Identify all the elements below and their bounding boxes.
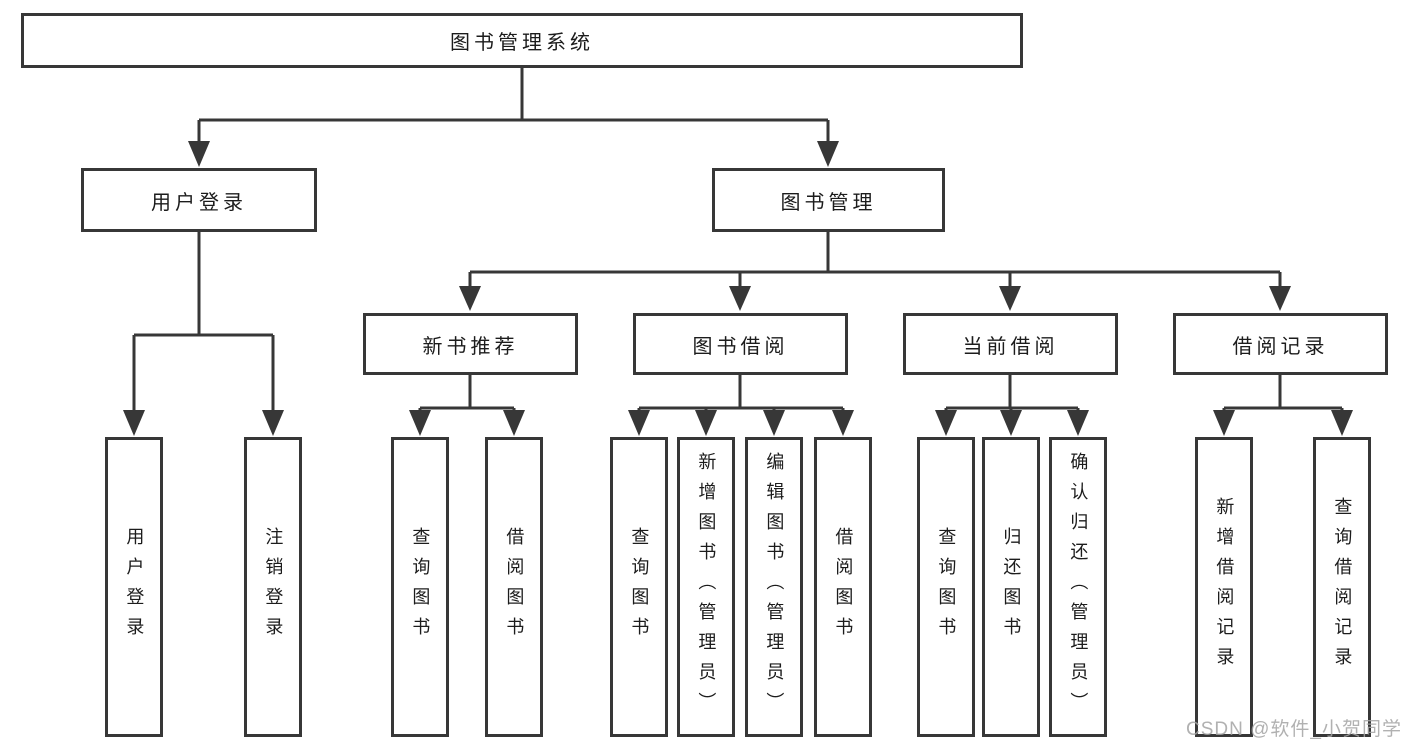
- node-borrowing-records-label: 借阅记录: [1232, 335, 1329, 358]
- arrowhead-icon: [763, 410, 785, 436]
- node-bb-add-books-admin-label: 新增图书（管理员）: [696, 452, 717, 722]
- node-cb-confirm-return-admin: 确认归还（管理员）: [1049, 437, 1107, 737]
- node-cb-confirm-return-admin-label: 确认归还（管理员）: [1068, 452, 1089, 722]
- arrowhead-icon: [832, 410, 854, 436]
- arrowhead-icon: [729, 286, 751, 311]
- node-nb-borrow-books-label: 借阅图书: [504, 527, 525, 647]
- arrowhead-icon: [695, 410, 717, 436]
- node-br-add-record: 新增借阅记录: [1195, 437, 1253, 737]
- node-cb-query-books-label: 查询图书: [936, 527, 957, 647]
- arrowhead-icon: [459, 286, 481, 311]
- arrowhead-icon: [935, 410, 957, 436]
- csdn-watermark: CSDN @软件_小贺同学: [1186, 719, 1402, 740]
- node-bb-borrow-books: 借阅图书: [814, 437, 872, 737]
- node-logout-label: 注销登录: [263, 527, 284, 647]
- node-bb-query-books-label: 查询图书: [629, 527, 650, 647]
- node-user-login-action: 用户登录: [105, 437, 163, 737]
- node-bb-borrow-books-label: 借阅图书: [833, 527, 854, 647]
- node-br-query-record: 查询借阅记录: [1313, 437, 1371, 737]
- arrowhead-icon: [123, 410, 145, 436]
- node-user-login-label: 用户登录: [151, 191, 247, 214]
- arrowhead-icon: [503, 410, 525, 436]
- node-logout: 注销登录: [244, 437, 302, 737]
- node-cb-query-books: 查询图书: [917, 437, 975, 737]
- node-borrowing-records: 借阅记录: [1173, 313, 1388, 375]
- node-nb-borrow-books: 借阅图书: [485, 437, 543, 737]
- node-br-query-record-label: 查询借阅记录: [1332, 497, 1353, 677]
- arrowhead-icon: [1000, 410, 1022, 436]
- node-nb-query-books: 查询图书: [391, 437, 449, 737]
- node-book-management: 图书管理: [712, 168, 945, 232]
- node-bb-add-books-admin: 新增图书（管理员）: [677, 437, 735, 737]
- node-cb-return-books-label: 归还图书: [1001, 527, 1022, 647]
- node-book-management-label: 图书管理: [780, 191, 877, 214]
- node-cb-return-books: 归还图书: [982, 437, 1040, 737]
- node-bb-query-books: 查询图书: [610, 437, 668, 737]
- arrowhead-icon: [409, 410, 431, 436]
- arrowhead-icon: [817, 141, 839, 167]
- arrowhead-icon: [628, 410, 650, 436]
- node-book-borrowing-label: 图书借阅: [692, 335, 789, 358]
- node-bb-edit-books-admin: 编辑图书（管理员）: [745, 437, 803, 737]
- node-book-borrowing: 图书借阅: [633, 313, 848, 375]
- node-current-borrowing-label: 当前借阅: [962, 335, 1059, 358]
- node-br-add-record-label: 新增借阅记录: [1214, 497, 1235, 677]
- arrowhead-icon: [1269, 286, 1291, 311]
- arrowhead-icon: [1213, 410, 1235, 436]
- node-new-book-recommend: 新书推荐: [363, 313, 578, 375]
- node-new-book-recommend-label: 新书推荐: [422, 335, 519, 358]
- node-bb-edit-books-admin-label: 编辑图书（管理员）: [764, 452, 785, 722]
- node-root: 图书管理系统: [21, 13, 1023, 68]
- node-user-login-action-label: 用户登录: [124, 527, 145, 647]
- arrowhead-icon: [999, 286, 1021, 311]
- arrowhead-icon: [262, 410, 284, 436]
- node-user-login: 用户登录: [81, 168, 317, 232]
- arrowhead-icon: [1067, 410, 1089, 436]
- node-root-label: 图书管理系统: [450, 32, 594, 54]
- arrowhead-icon: [188, 141, 210, 167]
- node-nb-query-books-label: 查询图书: [410, 527, 431, 647]
- node-current-borrowing: 当前借阅: [903, 313, 1118, 375]
- arrowhead-icon: [1331, 410, 1353, 436]
